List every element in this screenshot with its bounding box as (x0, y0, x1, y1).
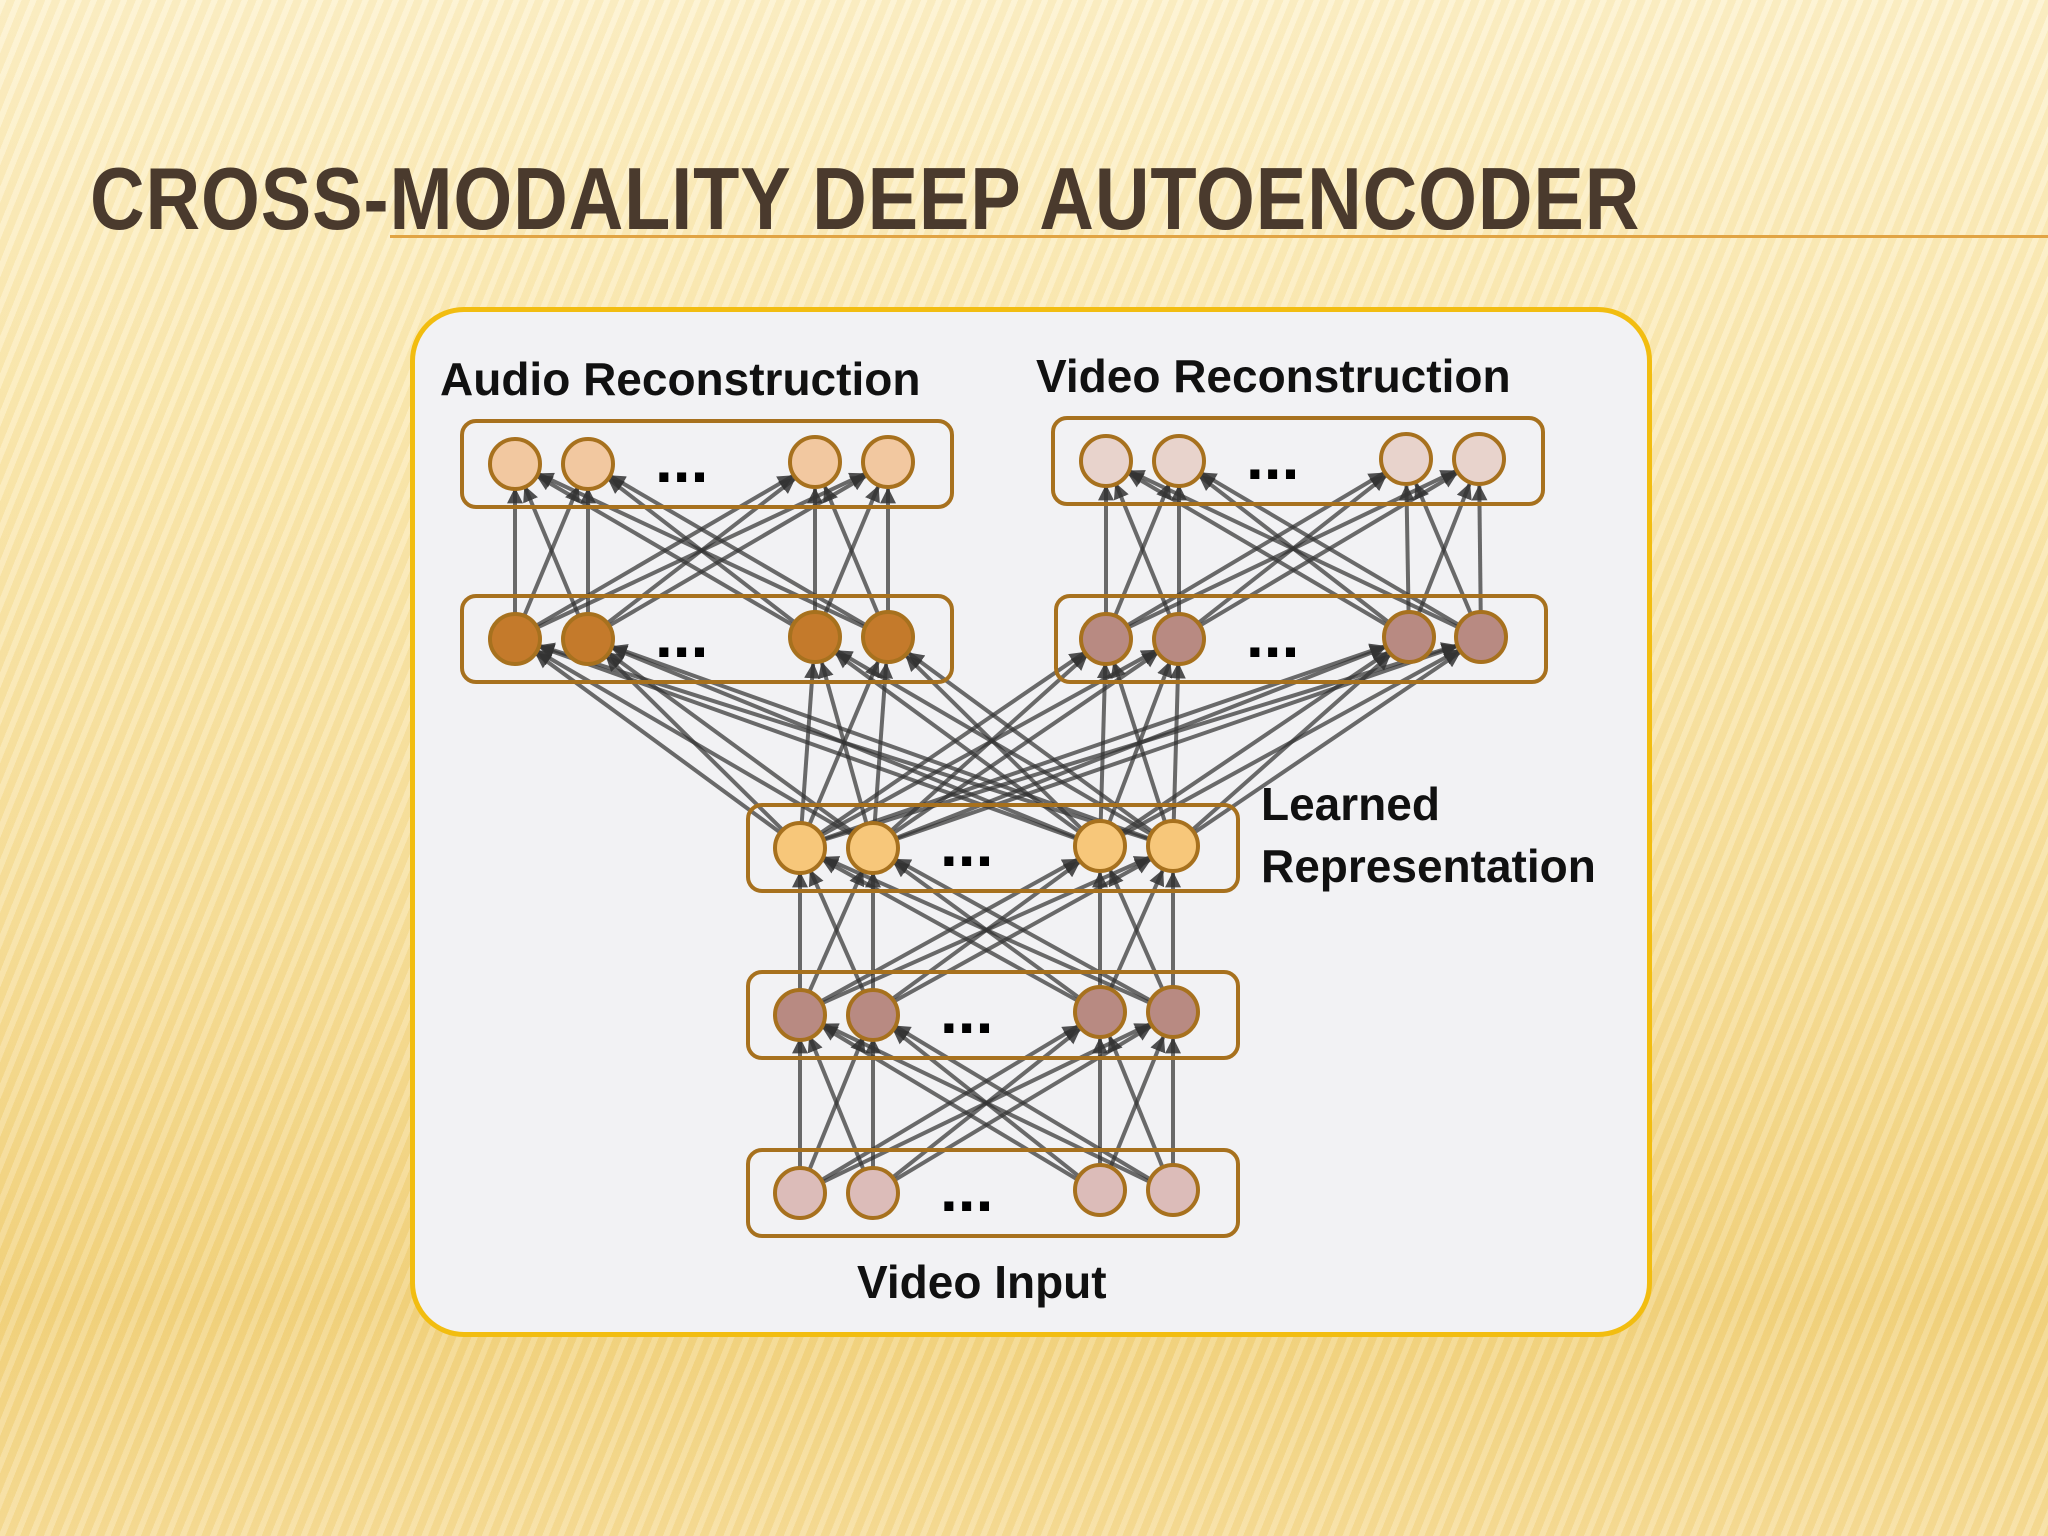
audio-output-ellipsis: ... (655, 424, 708, 496)
audio-hidden-node (861, 610, 915, 664)
audio-hidden-node (561, 612, 615, 666)
connection-arrow (610, 644, 1157, 843)
video-hidden-ellipsis: ... (1246, 599, 1299, 671)
audio-output-node (488, 437, 542, 491)
connection-arrow (894, 857, 1159, 1007)
connection-arrow (872, 662, 894, 830)
connection-arrow (1414, 482, 1476, 623)
video-input-label: Video Input (857, 1256, 1107, 1308)
connection-arrow (520, 485, 580, 623)
connection-arrow (1104, 1035, 1166, 1178)
connection-arrow (1127, 471, 1395, 631)
video-input-ellipsis: ... (940, 1153, 993, 1225)
connection-arrow (1096, 662, 1113, 830)
connection-arrow (1398, 484, 1415, 621)
connection-arrow (1110, 661, 1170, 831)
audio-hidden-node (788, 610, 842, 664)
connection-arrow (893, 1024, 1159, 1186)
audio-output-node (561, 437, 615, 491)
slide-title: CROSS-MODALITY DEEP AUTOENCODER (90, 149, 1641, 248)
audio-hidden-ellipsis: ... (655, 599, 708, 671)
video-input-hidden-ellipsis: ... (940, 975, 993, 1047)
connection-arrow (1200, 471, 1467, 631)
title-underline (390, 235, 2048, 238)
connection-arrow (1471, 484, 1488, 621)
connection-arrow (1107, 1035, 1169, 1178)
learned-representation-label-line1: Learned (1261, 778, 1440, 830)
shared-representation-node (773, 821, 827, 875)
video-input-node (773, 1166, 827, 1220)
connection-arrow (822, 855, 1158, 1008)
connection-arrow (536, 474, 801, 631)
video-reconstruction-label: Video Reconstruction (1036, 350, 1511, 402)
connection-arrow (885, 1027, 1081, 1184)
video-input-hidden-node (846, 988, 900, 1042)
audio-output-layer (460, 419, 954, 509)
shared-ellipsis: ... (940, 808, 993, 880)
shared-representation-node (1073, 819, 1127, 873)
connection-arrow (887, 857, 1152, 1007)
video-hidden-node (1382, 610, 1436, 664)
shared-representation-node (846, 821, 900, 875)
audio-output-node (788, 435, 842, 489)
connection-arrow (601, 477, 796, 629)
connection-arrow (818, 661, 871, 831)
connection-arrow (1113, 482, 1175, 623)
connection-arrow (821, 857, 1086, 1007)
connection-arrow (805, 660, 880, 832)
connection-arrow (538, 642, 1157, 844)
learned-representation-label-line2: Representation (1261, 840, 1596, 892)
shared-representation-node (1146, 819, 1200, 873)
connection-arrow (537, 644, 1084, 843)
audio-output-node (861, 435, 915, 489)
connection-arrow (1104, 660, 1173, 831)
video-hidden-node (1152, 612, 1206, 666)
connection-arrow (816, 643, 1386, 844)
connection-arrow (1191, 474, 1387, 629)
video-output-node (1379, 432, 1433, 486)
video-input-node (1146, 1163, 1200, 1217)
video-output-node (1152, 434, 1206, 488)
connection-arrow (799, 662, 821, 830)
connection-arrow (804, 1035, 866, 1178)
connections-group (507, 469, 1488, 1187)
video-output-ellipsis: ... (1246, 421, 1299, 493)
connection-arrow (807, 1035, 869, 1178)
video-input-hidden-node (773, 988, 827, 1042)
connection-arrow (1169, 662, 1186, 830)
connection-arrow (609, 474, 874, 631)
connection-arrow (886, 860, 1081, 1004)
video-hidden-node (1079, 612, 1133, 666)
shared-representation-layer (746, 803, 1240, 893)
video-hidden-layer (1054, 594, 1548, 684)
connection-arrow (1128, 469, 1466, 633)
video-hidden-node (1454, 610, 1508, 664)
video-output-node (1079, 434, 1133, 488)
connection-arrow (1413, 482, 1472, 622)
connection-arrow (823, 485, 883, 623)
video-input-layer (746, 1148, 1240, 1238)
video-output-node (1452, 432, 1506, 486)
connection-arrow (820, 485, 880, 623)
video-input-hidden-node (1146, 985, 1200, 1039)
connection-arrow (1110, 482, 1172, 623)
video-input-hidden-node (1073, 985, 1127, 1039)
connection-arrow (537, 472, 873, 633)
connection-arrow (821, 1022, 1158, 1187)
connection-arrow (523, 485, 583, 623)
connection-arrow (820, 1024, 1086, 1186)
audio-hidden-layer (460, 594, 954, 684)
video-output-layer (1051, 416, 1545, 506)
connection-arrow (1193, 471, 1459, 631)
video-input-node (846, 1166, 900, 1220)
audio-hidden-node (488, 612, 542, 666)
video-input-node (1073, 1163, 1127, 1217)
video-input-hidden-layer (746, 970, 1240, 1060)
audio-reconstruction-label: Audio Reconstruction (440, 353, 920, 405)
